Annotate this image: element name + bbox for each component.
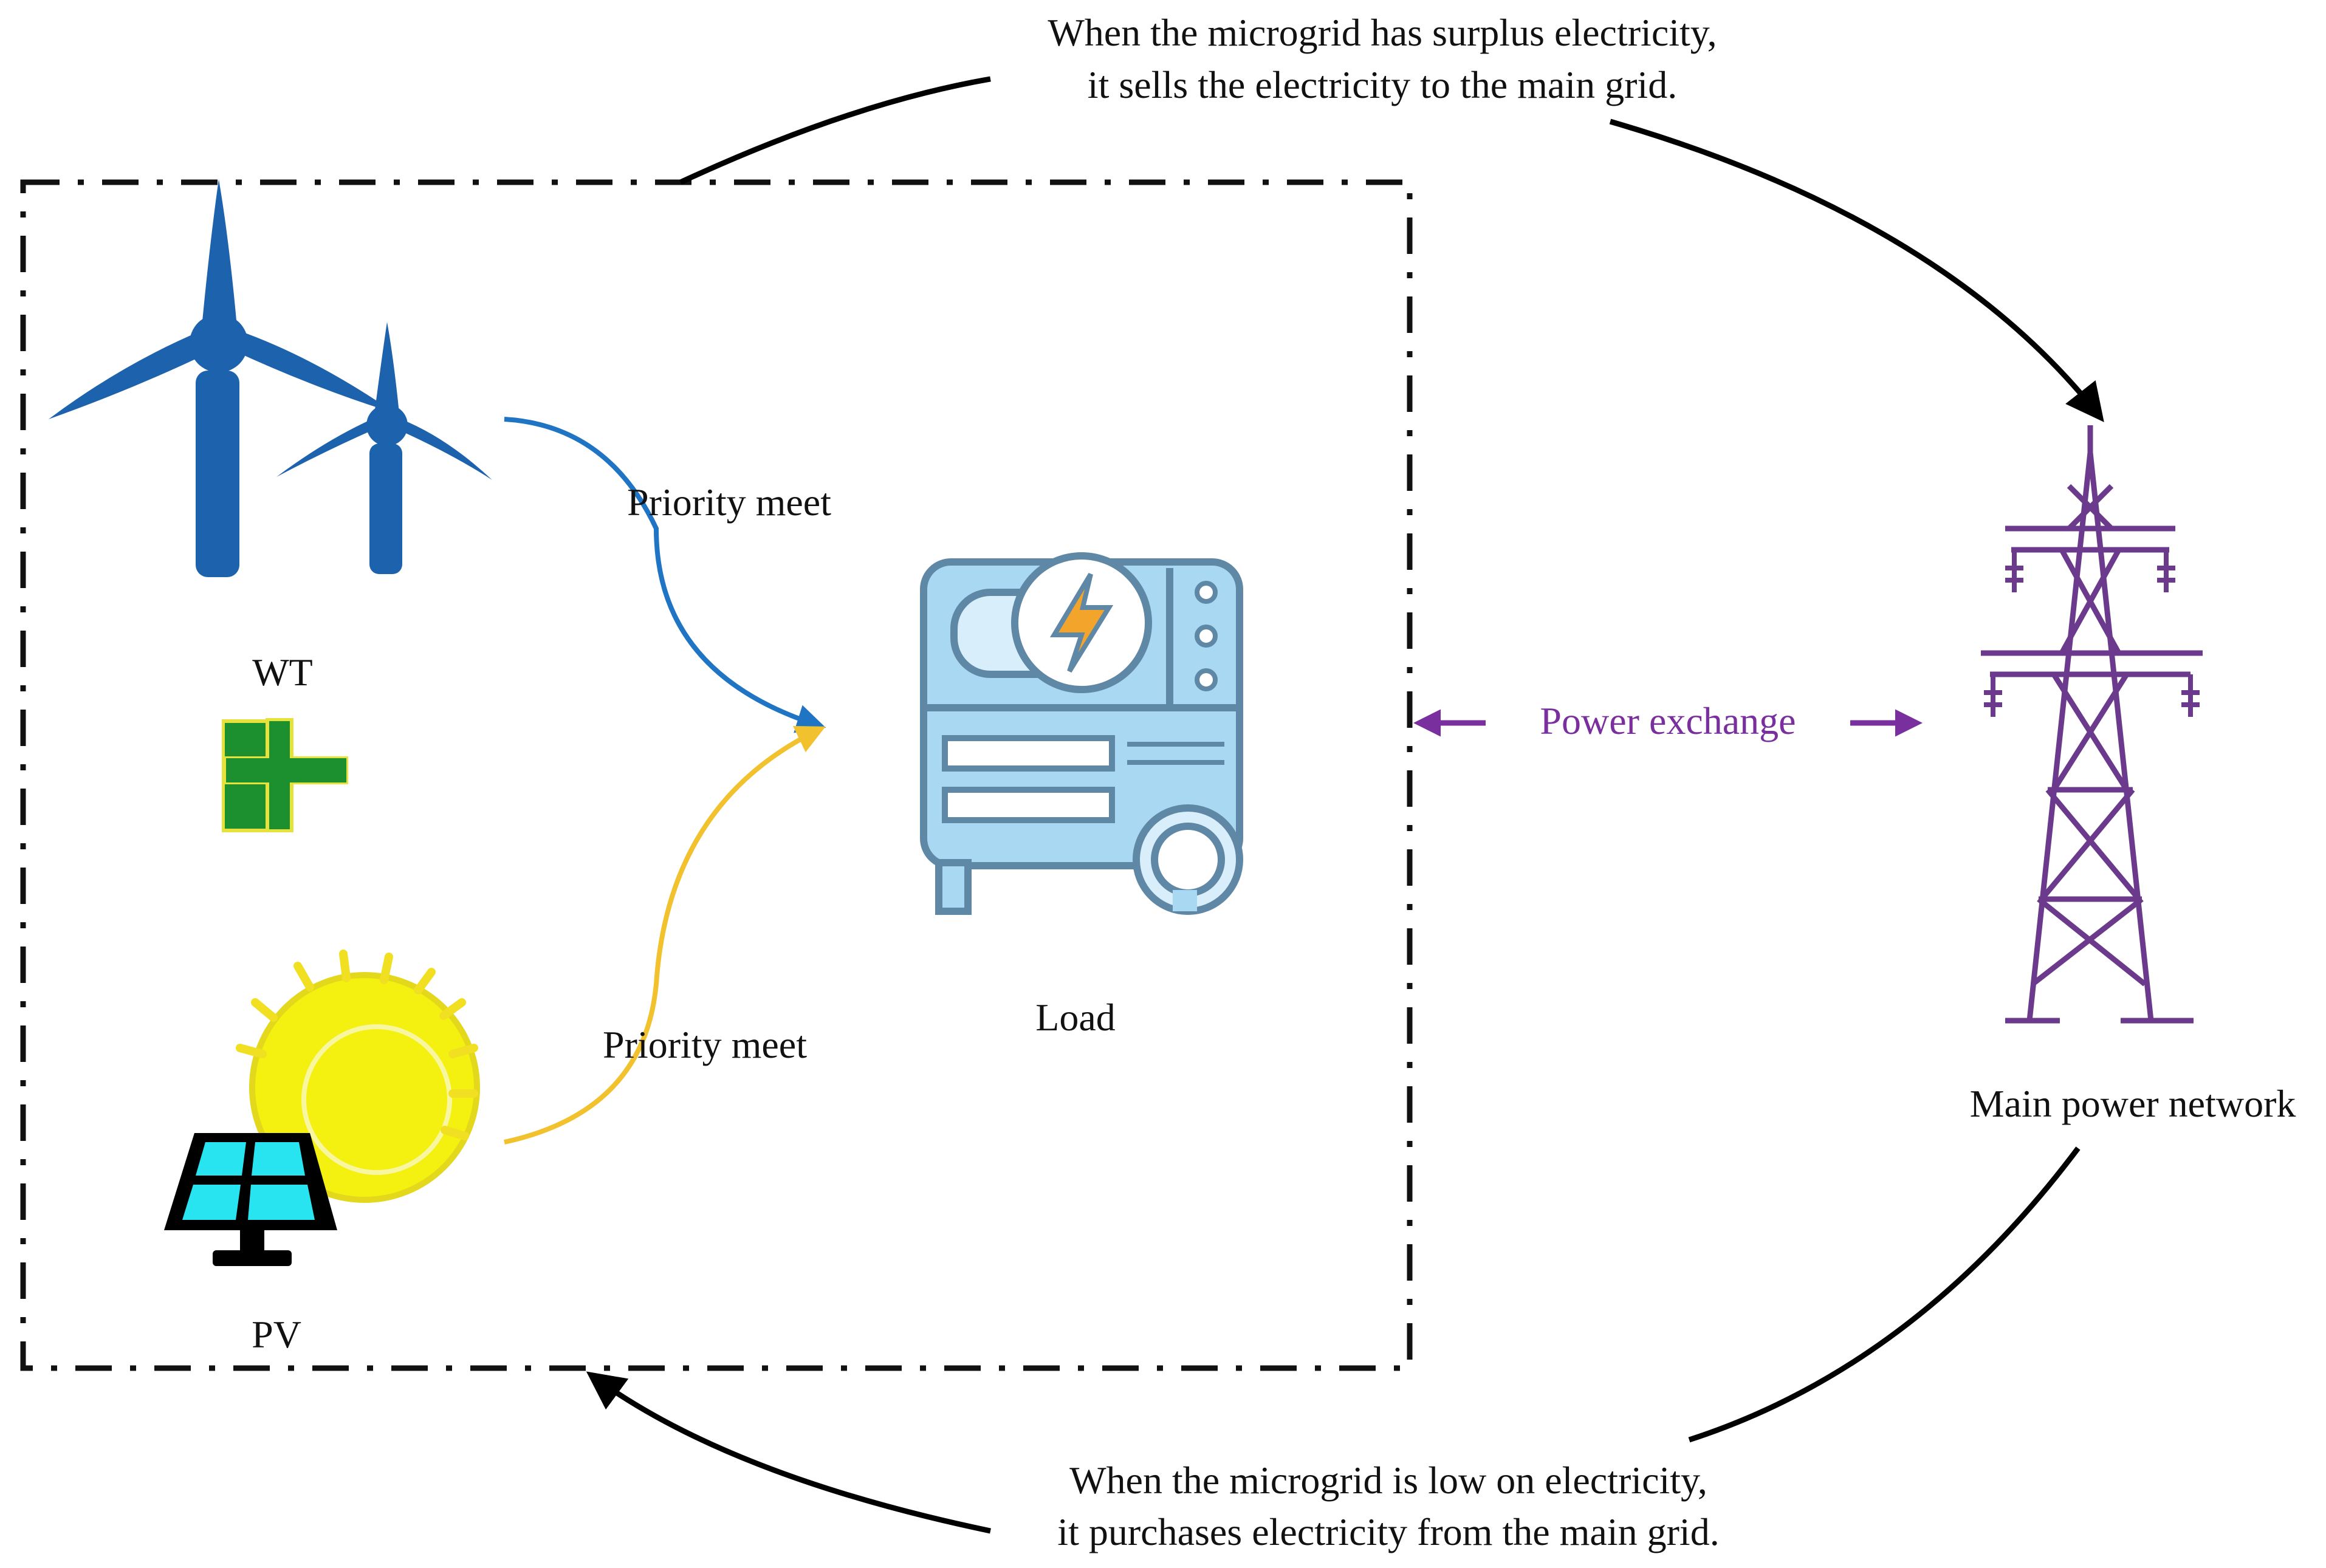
load-label: Load: [1035, 996, 1116, 1039]
plus-icon: [222, 718, 348, 832]
generator-load-icon: [920, 552, 1243, 915]
microgrid-boundary: [20, 179, 1413, 1371]
priority-label-wind: Priority meet: [627, 481, 831, 524]
buy-note-line1: When the microgrid is low on electricity…: [1069, 1459, 1707, 1502]
main-network-label: Main power network: [1969, 1082, 2296, 1125]
wt-label: WT: [252, 651, 313, 694]
solar-panel-icon: [164, 1133, 337, 1266]
transmission-tower-icon: [1981, 425, 2203, 1024]
wind-priority-arrow: [504, 417, 826, 733]
pv-label: PV: [252, 1313, 301, 1356]
sell-note-line1: When the microgrid has surplus electrici…: [1048, 11, 1717, 54]
buy-arrow-start: [1688, 1146, 2081, 1443]
buy-note-line2: it purchases electricity from the main g…: [1057, 1510, 1720, 1553]
solar-priority-arrow: [504, 726, 826, 1145]
sell-arrow-start: [679, 76, 991, 185]
wind-turbine-icon: [49, 179, 492, 577]
power-exchange-label: Power exchange: [1540, 699, 1796, 742]
sell-arrow: [1609, 118, 2104, 422]
sell-note-line2: it sells the electricity to the main gri…: [1087, 63, 1678, 106]
buy-arrow: [586, 1371, 991, 1534]
priority-label-solar: Priority meet: [603, 1023, 807, 1066]
